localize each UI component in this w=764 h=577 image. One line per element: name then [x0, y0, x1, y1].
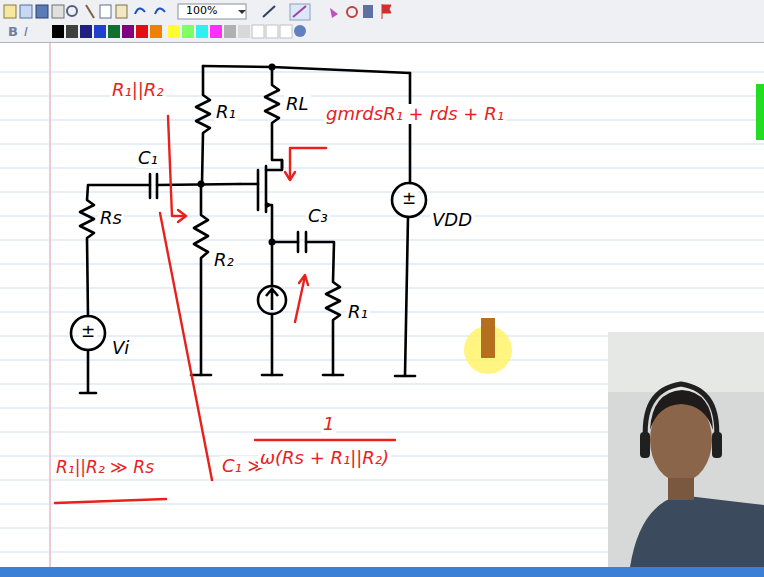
capacitor-label: C₃ — [306, 206, 330, 226]
resistor-label: RL — [284, 94, 311, 114]
cursor-pen — [481, 318, 495, 358]
polarity-sign: ± — [400, 189, 418, 208]
resistor-label: R₁ — [346, 302, 370, 322]
source-label: Vi — [110, 338, 131, 358]
resistor-label: R₂ — [212, 250, 236, 270]
red-annotations — [55, 116, 395, 503]
source-label: VDD — [430, 210, 474, 230]
annotation-text: gmrdsR₁ + rds + R₁ — [324, 104, 506, 124]
resistor-label: R₁ — [214, 102, 238, 122]
annotation-text: R₁||R₂ — [110, 80, 166, 100]
page-ground — [0, 43, 764, 568]
toolbar-icons — [4, 4, 391, 20]
toolbar — [0, 0, 764, 43]
toolbar-border — [0, 42, 764, 43]
status-bar — [0, 567, 764, 577]
fraction-denominator: ω(Rs + R₁||R₂) — [258, 448, 391, 468]
margin-line — [49, 43, 51, 568]
polarity-sign: ± — [79, 322, 97, 341]
green-marker — [756, 84, 764, 140]
source-symbols — [71, 183, 426, 350]
annotation-text: R₁||R₂ ≫ Rs — [54, 458, 156, 477]
capacitor-label: C₁ — [136, 148, 160, 168]
zoom-level: 100% — [184, 5, 219, 17]
resistor-label: Rs — [98, 208, 124, 228]
fraction-numerator: 1 — [321, 414, 336, 434]
webcam-inset — [608, 332, 764, 567]
color-swatches — [52, 25, 306, 38]
italic-button: I — [22, 25, 30, 39]
bold-button: B — [6, 25, 20, 39]
circuit-dots — [198, 64, 276, 246]
